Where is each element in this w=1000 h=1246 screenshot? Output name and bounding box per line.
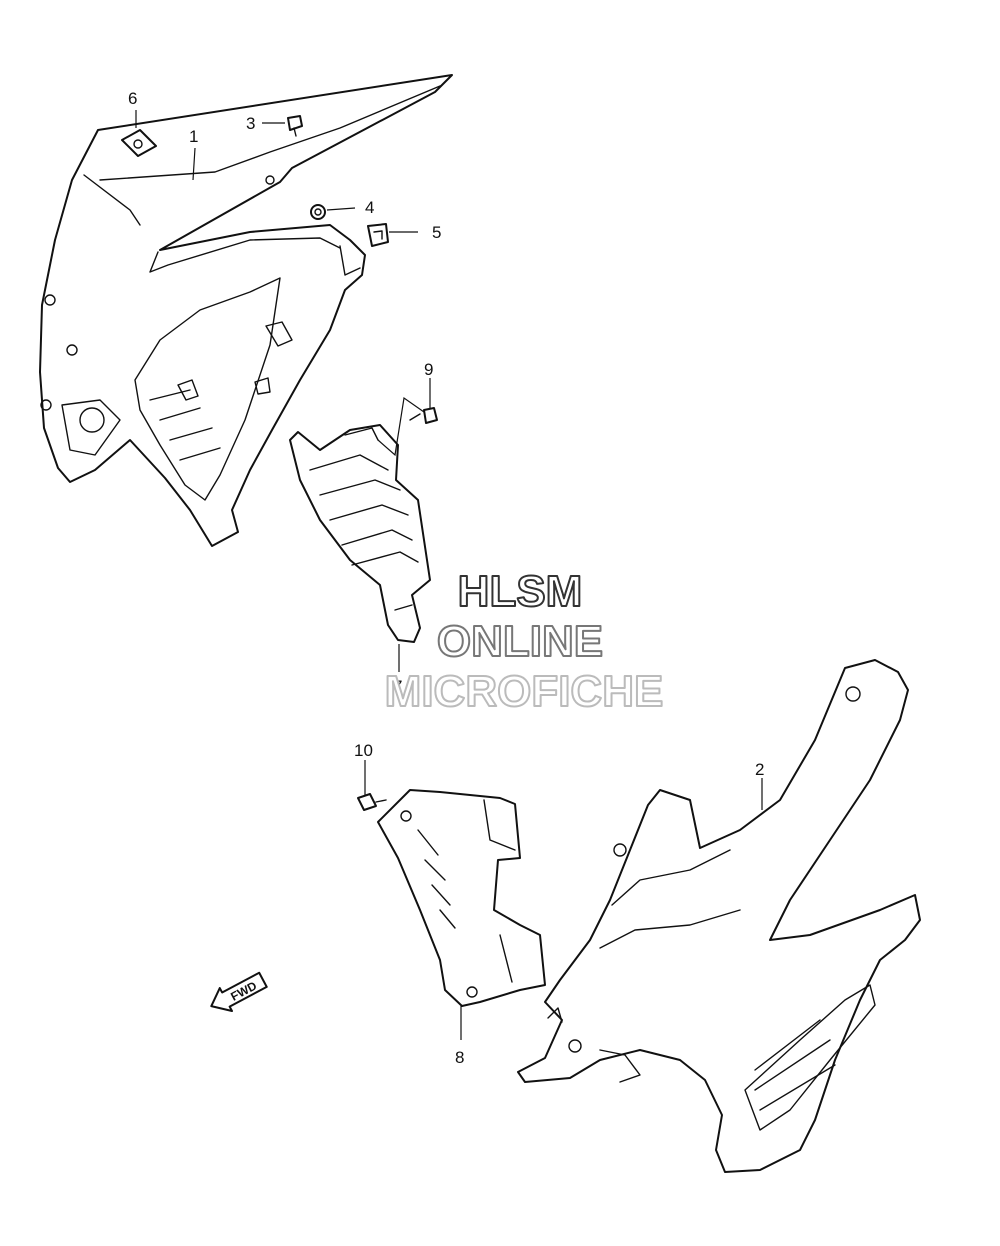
part-3-screw[interactable]	[287, 115, 303, 137]
part-9-screw[interactable]	[409, 407, 438, 424]
forward-arrow-icon: FWD	[210, 971, 268, 1012]
watermark: HLSM ONLINE MICROFICHE	[384, 566, 665, 717]
part-1-upper-side-cowl[interactable]	[39, 74, 453, 547]
leader-lines	[135, 110, 763, 1040]
part-5-clip-nut[interactable]	[367, 223, 389, 247]
callout-3: 3	[246, 114, 255, 133]
part-7-inner-duct[interactable]	[289, 424, 431, 643]
part-2-lower-side-cowl[interactable]	[517, 659, 921, 1173]
callout-9: 9	[424, 360, 433, 379]
callout-2: 2	[755, 760, 764, 779]
watermark-line-1: HLSM	[458, 567, 583, 616]
watermark-line-2: ONLINE	[437, 617, 603, 666]
callout-1: 1	[189, 127, 198, 146]
part-4-grommet[interactable]	[310, 204, 326, 220]
callout-10: 10	[354, 741, 373, 760]
part-6-nut-plate[interactable]	[121, 129, 157, 157]
callout-8: 8	[455, 1048, 464, 1067]
callout-5: 5	[432, 223, 441, 242]
callout-labels: 6 3 1 4 5 9 7 10 2 8	[128, 89, 764, 1067]
callout-4: 4	[365, 198, 374, 217]
callout-7: 7	[393, 677, 402, 696]
watermark-line-3: MICROFICHE	[385, 667, 664, 716]
part-10-screw[interactable]	[357, 793, 387, 811]
part-8-lower-duct[interactable]	[377, 789, 546, 1007]
callout-6: 6	[128, 89, 137, 108]
